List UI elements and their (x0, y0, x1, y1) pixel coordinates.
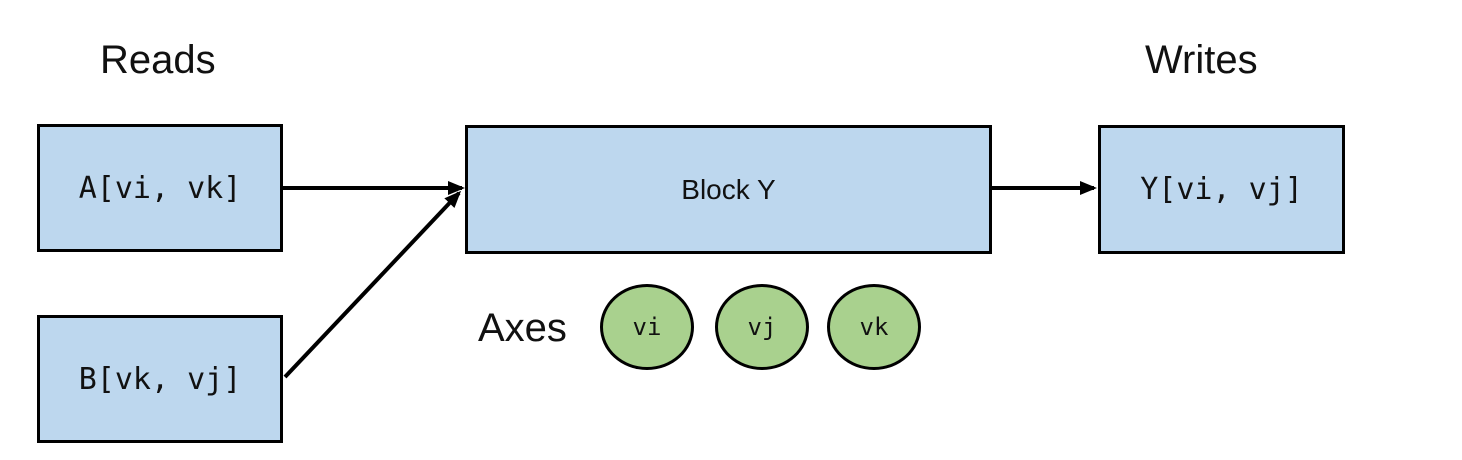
axis-ellipse-vi: vi (600, 284, 694, 370)
node-read-a-label: A[vi, vk] (78, 170, 242, 206)
axis-ellipse-vk: vk (827, 284, 921, 370)
node-read-b-label: B[vk, vj] (78, 361, 242, 397)
node-read-a: A[vi, vk] (37, 124, 283, 252)
axis-vk-label: vk (859, 313, 889, 341)
axis-ellipse-vj: vj (715, 284, 809, 370)
reads-label: Reads (100, 38, 216, 82)
node-block-y: Block Y (465, 125, 992, 254)
node-write-y-label: Y[vi, vj] (1140, 172, 1303, 207)
axis-vi-label: vi (632, 313, 662, 341)
edge-b-to-block (283, 190, 462, 379)
axis-vj-label: vj (747, 313, 777, 341)
node-read-b: B[vk, vj] (37, 315, 283, 443)
axes-label: Axes (478, 306, 567, 350)
node-block-y-label: Block Y (681, 173, 776, 205)
node-write-y: Y[vi, vj] (1098, 125, 1345, 254)
writes-label: Writes (1145, 38, 1258, 82)
